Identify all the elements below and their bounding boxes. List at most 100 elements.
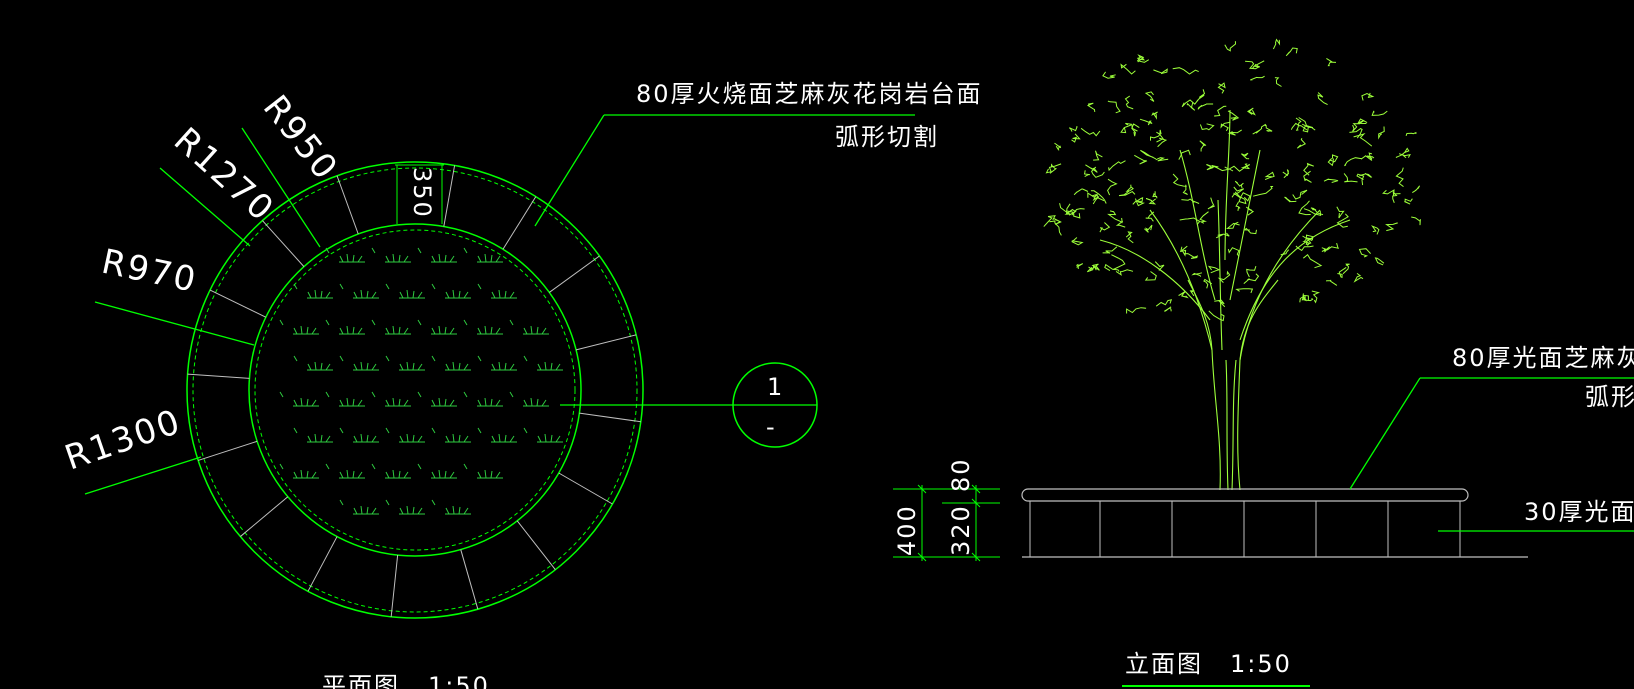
foliage-stroke [1405, 131, 1417, 137]
foliage-stroke [1382, 189, 1401, 195]
foliage-stroke [1107, 178, 1118, 196]
grass-tuft [279, 463, 319, 479]
foliage-stroke [1099, 222, 1111, 233]
grass-tuft [279, 319, 319, 335]
foliage-stroke [1285, 47, 1298, 57]
foliage-stroke [1049, 220, 1062, 236]
foliage-stroke [1102, 246, 1118, 254]
grass-tuft [463, 463, 503, 479]
foliage-stroke [1104, 263, 1120, 272]
foliage-stroke [1296, 138, 1307, 149]
foliage-stroke [1086, 102, 1096, 112]
foliage-stroke [1336, 206, 1345, 219]
grass-tuft [417, 391, 457, 407]
section-marker-sheet: - [766, 413, 777, 441]
foliage-stroke [1191, 272, 1203, 277]
plan-scale: 1:50 [428, 672, 490, 689]
foliage-stroke [1353, 272, 1364, 283]
grass-tuft [371, 319, 411, 335]
foliage-stroke [1115, 269, 1134, 276]
foliage-stroke [1327, 158, 1334, 167]
stone-joint-line [460, 549, 479, 610]
stone-joint-line [549, 255, 600, 293]
foliage-stroke [1203, 278, 1213, 289]
foliage-stroke [1310, 207, 1324, 216]
foliage-stroke [1226, 221, 1240, 229]
foliage-stroke [1071, 237, 1084, 246]
foliage-stroke [1086, 264, 1097, 273]
grass-tuft [325, 391, 365, 407]
dim-r950: R950 [255, 88, 346, 189]
foliage-stroke [1153, 68, 1168, 75]
stone-joint-lines [187, 165, 641, 617]
foliage-stroke [1217, 82, 1226, 94]
foliage-stroke [1264, 171, 1275, 181]
grass-tuft [463, 319, 503, 335]
foliage-stroke [1156, 129, 1164, 143]
foliage-stroke [1115, 217, 1126, 228]
stone-joint-line [516, 520, 556, 570]
foliage-stroke [1412, 185, 1421, 194]
dim-350: 350 [395, 164, 444, 224]
foliage-stroke [1108, 160, 1126, 172]
foliage-stroke [1217, 270, 1231, 283]
grass-tuft [325, 247, 365, 263]
foliage-stroke [1298, 117, 1314, 129]
grass-tuft [385, 283, 425, 299]
grass-tuft [339, 499, 379, 515]
foliage-stroke [1049, 163, 1057, 174]
grass-tuft [477, 355, 517, 371]
foliage-stroke [1182, 184, 1188, 195]
foliage-stroke [1214, 105, 1227, 117]
foliage-stroke [1207, 197, 1215, 210]
foliage-stroke [1152, 191, 1158, 199]
grass-tuft [431, 355, 471, 371]
foliage-stroke [1298, 200, 1311, 216]
grass-tuft [463, 247, 503, 263]
foliage-stroke [1134, 154, 1148, 165]
foliage-stroke [1336, 213, 1349, 228]
stone-joint-line [390, 555, 399, 617]
foliage-stroke [1154, 261, 1165, 272]
grass-tuft [293, 283, 333, 299]
dim-r970: R970 [98, 242, 201, 301]
grass-tuft [523, 427, 563, 443]
foliage-stroke [1395, 167, 1404, 187]
section-marker-number: 1 [767, 373, 784, 401]
foliage-stroke [1139, 118, 1153, 126]
stone-joint-line [502, 196, 537, 250]
foliage-stroke [1352, 123, 1361, 132]
foliage-stroke [1404, 198, 1413, 205]
stone-joint-line [558, 472, 613, 505]
foliage-stroke [1326, 57, 1337, 67]
plan-inner-circle [248, 223, 582, 557]
grass-tuft [325, 463, 365, 479]
planter-elevation [1021, 488, 1528, 558]
stone-joint-line [443, 165, 456, 227]
foliage-stroke [1125, 122, 1138, 132]
foliage-stroke [1214, 299, 1226, 308]
foliage-stroke [1085, 164, 1098, 173]
grass-tuft [477, 283, 517, 299]
foliage-stroke [1181, 99, 1199, 108]
grass-tuft [417, 247, 457, 263]
foliage-stroke [1196, 89, 1206, 102]
foliage-stroke [1140, 149, 1157, 160]
foliage-stroke [1199, 123, 1215, 131]
foliage-stroke [1179, 217, 1201, 225]
foliage-stroke [1124, 95, 1134, 110]
foliage-stroke [1211, 165, 1231, 172]
foliage-stroke [1206, 164, 1215, 171]
elevation-callout-1-line1: 80厚光面芝麻灰花岗 [1452, 344, 1634, 372]
foliage-stroke [1157, 137, 1168, 148]
grass-pattern [279, 247, 563, 515]
foliage-stroke [1353, 133, 1373, 147]
foliage-stroke [1343, 173, 1358, 183]
foliage-stroke [1227, 129, 1242, 136]
grass-tuft [385, 427, 425, 443]
grass-tuft [417, 319, 457, 335]
dim-400: 400 [893, 504, 921, 556]
foliage-stroke [1120, 124, 1132, 134]
foliage-stroke [1337, 266, 1347, 279]
foliage-stroke [1125, 184, 1134, 192]
